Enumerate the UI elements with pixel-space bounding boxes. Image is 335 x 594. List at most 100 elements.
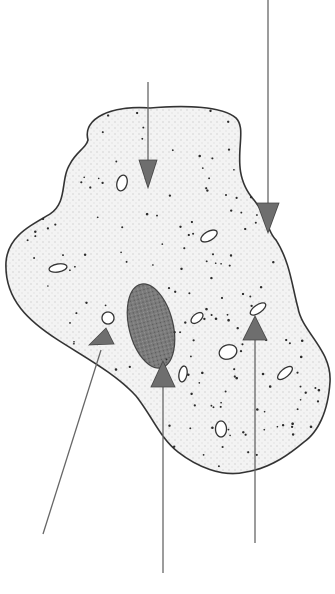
granule <box>174 331 176 333</box>
granule <box>235 377 238 380</box>
granule <box>220 402 222 404</box>
granule <box>264 411 266 413</box>
granule <box>187 374 189 376</box>
granule <box>215 262 217 264</box>
granule <box>242 431 244 433</box>
granule <box>203 454 205 456</box>
granule <box>260 286 262 288</box>
granule <box>161 243 163 245</box>
granule <box>220 263 222 265</box>
granule <box>237 327 239 329</box>
granule <box>206 189 208 191</box>
granule <box>263 429 265 431</box>
granule <box>105 305 107 307</box>
granule <box>142 127 144 129</box>
granule <box>305 392 307 394</box>
granule <box>291 426 293 428</box>
granule <box>249 296 251 298</box>
granule <box>245 434 247 436</box>
granule <box>33 257 35 259</box>
granule <box>256 408 259 411</box>
granule <box>188 234 190 236</box>
granule <box>229 435 231 437</box>
granule <box>189 427 191 429</box>
granule <box>208 177 210 179</box>
granule <box>228 148 230 150</box>
granule <box>229 265 231 267</box>
granule <box>115 161 117 163</box>
granule <box>166 358 168 360</box>
granule <box>282 424 284 426</box>
granule <box>206 260 208 262</box>
granule <box>47 285 49 287</box>
granule <box>190 355 192 357</box>
granule <box>75 312 77 314</box>
granule <box>80 181 82 183</box>
granule <box>236 197 238 199</box>
granule <box>209 110 211 112</box>
granule <box>101 182 103 184</box>
pointer-top-right <box>257 0 279 233</box>
granule <box>240 212 242 214</box>
granule <box>126 261 128 263</box>
granule <box>230 209 232 211</box>
granule <box>247 451 249 453</box>
granule <box>174 291 176 293</box>
granule <box>34 231 36 233</box>
granule <box>240 350 242 352</box>
granule <box>115 368 118 371</box>
granule <box>215 317 218 320</box>
granule <box>250 196 252 198</box>
granule <box>202 167 204 169</box>
granule <box>255 222 257 224</box>
granule <box>272 261 274 263</box>
granule <box>300 356 303 359</box>
granule <box>256 214 258 216</box>
granule <box>190 393 192 395</box>
granule <box>83 176 85 178</box>
granule <box>54 224 56 226</box>
granule <box>129 366 131 368</box>
granule <box>180 268 182 270</box>
granule <box>146 213 149 216</box>
granule <box>227 121 229 123</box>
granule <box>256 454 258 456</box>
granule <box>188 292 190 294</box>
granule <box>102 131 104 133</box>
granule <box>318 389 321 392</box>
granule <box>169 194 171 196</box>
granule <box>220 406 222 408</box>
granule <box>201 372 204 375</box>
granule <box>179 331 181 333</box>
granule <box>156 215 158 217</box>
granule <box>228 429 230 431</box>
granule <box>227 314 229 316</box>
vacuole <box>216 421 227 437</box>
granule <box>47 227 49 229</box>
granule <box>242 293 244 295</box>
granule <box>85 302 87 304</box>
granule <box>233 368 235 370</box>
granule <box>198 155 201 158</box>
granule <box>210 277 212 279</box>
granule <box>203 318 205 320</box>
granule <box>193 339 195 341</box>
granule <box>173 445 175 447</box>
granule <box>192 233 194 235</box>
granule <box>222 446 224 448</box>
granule <box>98 178 100 180</box>
granule <box>300 399 302 401</box>
granule <box>73 341 75 343</box>
granule <box>27 239 29 241</box>
granule <box>73 343 75 345</box>
granule <box>172 149 174 151</box>
granule <box>291 422 294 425</box>
cell-membrane <box>6 107 330 474</box>
granule <box>205 308 208 311</box>
granule <box>314 387 316 389</box>
granule <box>69 322 71 324</box>
granule <box>121 226 123 228</box>
granule <box>227 319 230 322</box>
